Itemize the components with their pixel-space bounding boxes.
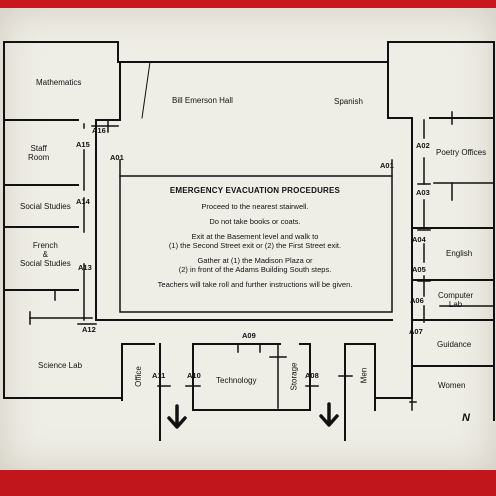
room-science-lab: Science Lab — [38, 361, 83, 370]
door-a10: A10 — [187, 371, 201, 380]
room-storage: Storage — [289, 362, 299, 391]
room-computer-lab: Computer Lab — [438, 291, 474, 309]
room-women: Women — [438, 381, 466, 390]
room-french-social-studies: French & Social Studies — [20, 241, 71, 268]
evacuation-sign-board — [0, 8, 496, 470]
door-a14: A14 — [76, 197, 90, 206]
notice-line-5: Teachers will take roll and further inst… — [157, 280, 353, 289]
room-staff-room: Staff Room — [28, 144, 50, 162]
room-mathematics: Mathematics — [36, 78, 82, 87]
door-a05: A05 — [412, 265, 426, 274]
red-wall-top — [0, 0, 496, 10]
exit-arrow-down-icon — [167, 404, 187, 429]
door-a09: A09 — [242, 331, 256, 340]
door-a07: A07 — [409, 327, 423, 336]
room-office: Office — [133, 366, 143, 387]
door-a04: A04 — [412, 235, 426, 244]
door-a16: A16 — [92, 126, 106, 135]
door-a13: A13 — [78, 263, 92, 272]
door-a15: A15 — [76, 140, 90, 149]
exit-arrow-down-icon — [319, 402, 339, 427]
room-men: Men — [359, 367, 369, 384]
outer-wall-top — [3, 41, 495, 63]
door-a06: A06 — [410, 296, 424, 305]
outer-wall-left — [3, 41, 123, 399]
red-wall-bottom — [0, 470, 496, 496]
room-poetry-offices: Poetry Offices — [436, 148, 487, 157]
notice-line-3b: (1) the Second Street exit or (2) the Fi… — [168, 241, 342, 250]
door-a12: A12 — [82, 325, 96, 334]
room-bill-emerson-hall: Bill Emerson Hall — [172, 96, 233, 105]
door-a01-right: A01 — [380, 161, 394, 170]
notice-frame — [119, 175, 393, 313]
room-social-studies: Social Studies — [20, 202, 71, 211]
door-a02: A02 — [416, 141, 430, 150]
notice-line-1: Proceed to the nearest stairwell. — [201, 202, 309, 211]
door-a11: A11 — [152, 371, 166, 380]
notice-line-4a: Gather at (1) the Madison Plaza or — [197, 256, 313, 265]
notice-line-4b: (2) in front of the Adams Building South… — [178, 265, 332, 274]
north-indicator: N — [462, 412, 470, 424]
evacuation-notice: EMERGENCY EVACUATION PROCEDURES Proceed … — [120, 186, 390, 295]
room-guidance: Guidance — [437, 340, 472, 349]
notice-title: EMERGENCY EVACUATION PROCEDURES — [169, 186, 341, 195]
notice-line-3a: Exit at the Basement level and walk to — [191, 232, 319, 241]
room-spanish: Spanish — [334, 97, 363, 106]
door-a08: A08 — [305, 371, 319, 380]
door-a03: A03 — [416, 188, 430, 197]
door-a01-left: A01 — [110, 153, 124, 162]
notice-line-2: Do not take books or coats. — [209, 217, 301, 226]
room-english: English — [446, 249, 473, 258]
room-technology: Technology — [216, 376, 257, 385]
